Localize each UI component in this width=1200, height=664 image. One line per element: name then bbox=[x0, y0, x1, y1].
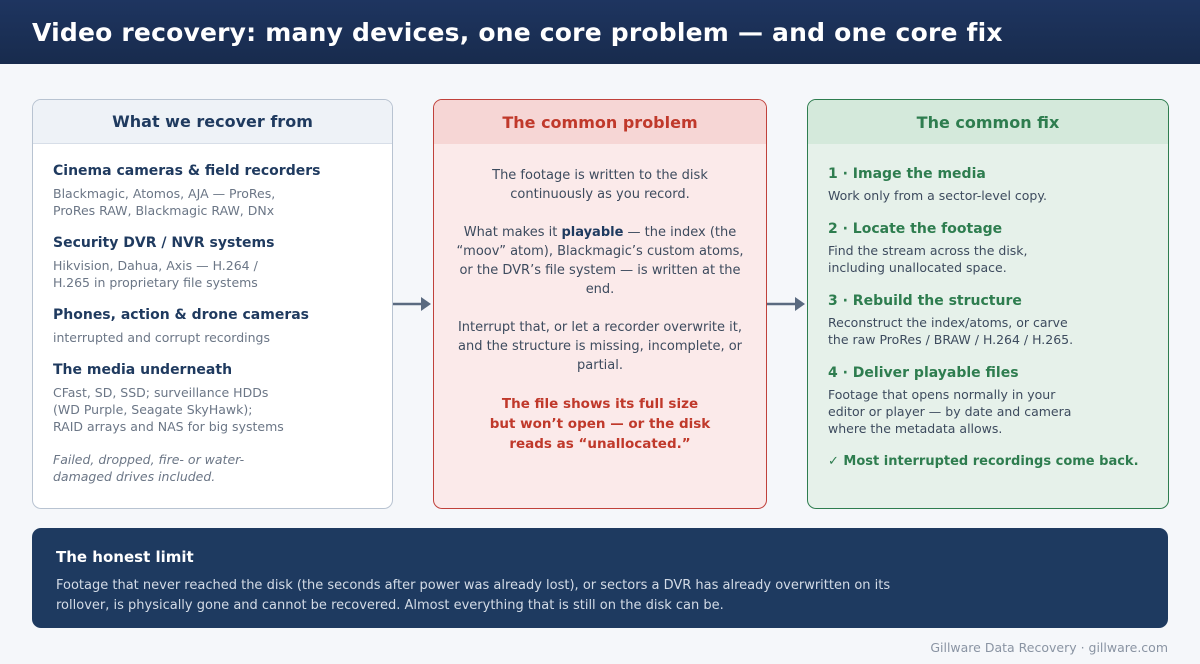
fix-card: The common fix 1 · Image the media Work … bbox=[807, 99, 1169, 509]
problem-emphasis: playable bbox=[561, 225, 624, 240]
page-title: Video recovery: many devices, one core p… bbox=[32, 17, 1003, 47]
source-desc: interrupted and corrupt recordings bbox=[53, 330, 270, 345]
source-item: Security DVR / NVR systems Hikvision, Da… bbox=[53, 235, 372, 291]
source-title: Security DVR / NVR systems bbox=[53, 235, 275, 251]
source-item: Phones, action & drone cameras interrupt… bbox=[53, 307, 372, 346]
fix-step: 3 · Rebuild the structure Reconstruct th… bbox=[828, 293, 1148, 348]
step-title: 2 · Locate the footage bbox=[828, 221, 1003, 237]
step-desc: Find the stream across the disk, includi… bbox=[828, 243, 1028, 275]
fix-heading: The common fix bbox=[808, 100, 1168, 144]
source-item: The media underneath CFast, SD, SSD; sur… bbox=[53, 362, 372, 435]
source-desc: CFast, SD, SSD; surveillance HDDs (WD Pu… bbox=[53, 385, 284, 434]
fix-step: 4 · Deliver playable files Footage that … bbox=[828, 365, 1148, 437]
source-desc: Blackmagic, Atomos, AJA — ProRes, ProRes… bbox=[53, 186, 276, 218]
source-title: The media underneath bbox=[53, 362, 233, 378]
problem-text: What makes it bbox=[463, 225, 562, 240]
problem-paragraph: The footage is written to the disk conti… bbox=[492, 168, 708, 202]
source-title: Phones, action & drone cameras bbox=[53, 307, 310, 323]
page-header: Video recovery: many devices, one core p… bbox=[0, 0, 1200, 64]
problem-paragraph: Interrupt that, or let a recorder overwr… bbox=[457, 320, 743, 373]
problem-text: — the index (the “moov” atom), Blackmagi… bbox=[456, 225, 744, 297]
arrow-right-icon bbox=[767, 297, 805, 311]
sources-heading: What we recover from bbox=[33, 100, 392, 144]
step-desc: Work only from a sector-level copy. bbox=[828, 188, 1047, 203]
problem-alert: The file shows its full size but won’t o… bbox=[489, 396, 711, 452]
sources-note: Failed, dropped, fire- or water- damaged… bbox=[53, 452, 245, 484]
limit-text: Footage that never reached the disk (the… bbox=[56, 578, 891, 613]
fix-step: 1 · Image the media Work only from a sec… bbox=[828, 166, 1148, 204]
footer-credit: Gillware Data Recovery · gillware.com bbox=[930, 640, 1168, 655]
step-title: 4 · Deliver playable files bbox=[828, 365, 1019, 381]
problem-heading: The common problem bbox=[434, 100, 766, 144]
source-title: Cinema cameras & field recorders bbox=[53, 163, 321, 179]
problem-paragraph: What makes it playable — the index (the … bbox=[452, 223, 748, 299]
fix-result: ✓ Most interrupted recordings come back. bbox=[828, 454, 1139, 469]
source-item: Cinema cameras & field recorders Blackma… bbox=[53, 163, 372, 219]
step-desc: Footage that opens normally in your edit… bbox=[828, 387, 1072, 436]
arrow-right-icon bbox=[393, 297, 431, 311]
limit-title: The honest limit bbox=[56, 548, 194, 566]
fix-step: 2 · Locate the footage Find the stream a… bbox=[828, 221, 1148, 276]
step-desc: Reconstruct the index/atoms, or carve th… bbox=[828, 315, 1074, 347]
source-desc: Hikvision, Dahua, Axis — H.264 / H.265 i… bbox=[53, 258, 258, 290]
step-title: 1 · Image the media bbox=[828, 166, 986, 182]
step-title: 3 · Rebuild the structure bbox=[828, 293, 1022, 309]
limit-box: The honest limit Footage that never reac… bbox=[32, 528, 1168, 628]
sources-card: What we recover from Cinema cameras & fi… bbox=[32, 99, 393, 509]
problem-card: The common problem The footage is writte… bbox=[433, 99, 767, 509]
